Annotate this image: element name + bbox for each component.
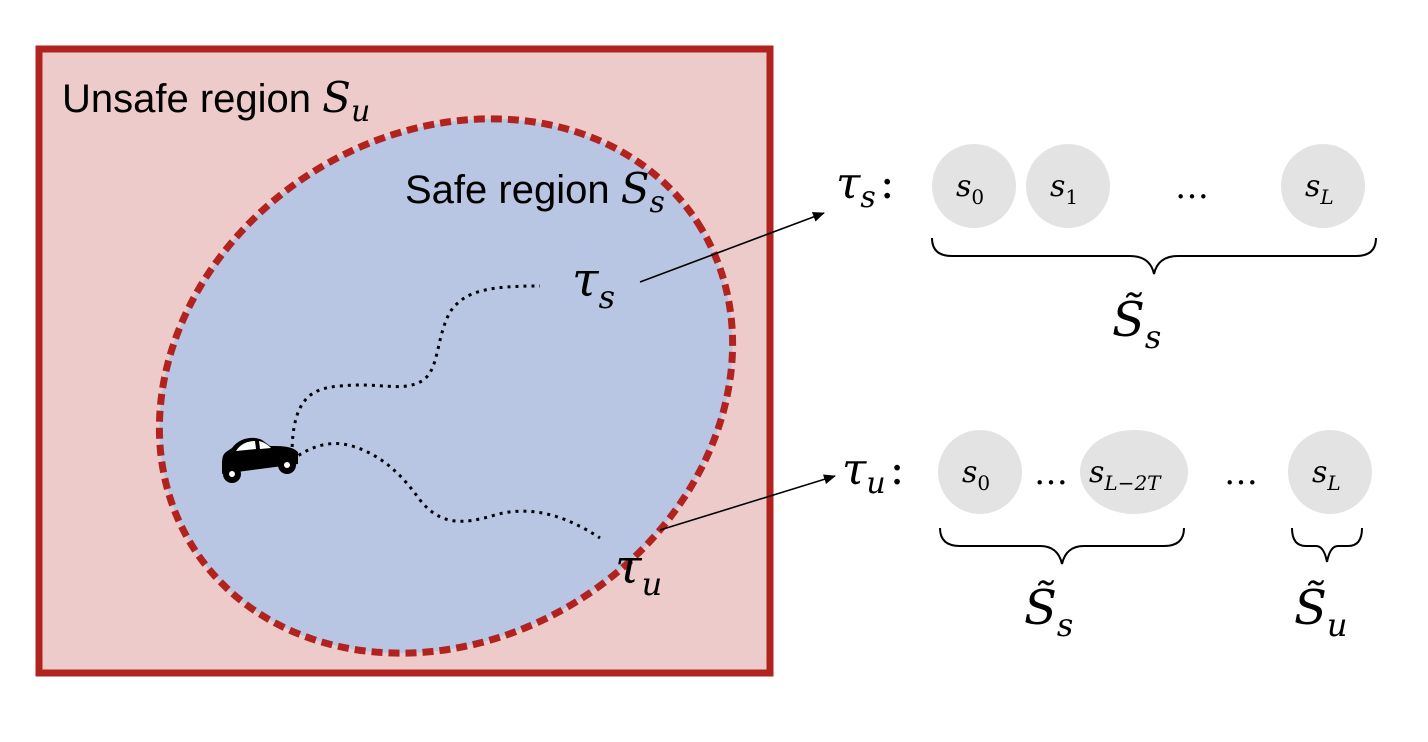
unsafe-sequence-head: τu: — [842, 444, 905, 501]
safe-sequence-brace-label: S̃s — [1112, 290, 1161, 356]
safe-node-sL: sL — [1281, 144, 1365, 228]
unsafe-node-sL-2T: sL−2T — [1080, 430, 1188, 514]
safe-trajectory — [290, 284, 541, 456]
unsafe-arrow — [659, 474, 836, 531]
safe-sequence-head: τs: — [836, 158, 895, 215]
unsafe-ellipsis-1: … — [1034, 453, 1068, 493]
safe-node-s1: s1 — [1026, 144, 1110, 228]
unsafe-sequence-safe-brace-label: S̃s — [1024, 578, 1073, 644]
svg-text:sL: sL — [1312, 455, 1341, 495]
car-icon — [222, 437, 298, 483]
unsafe-ellipsis-2: … — [1224, 453, 1258, 493]
unsafe-node-sL: sL — [1288, 430, 1372, 514]
unsafe-region-label: Unsafe region Su — [62, 73, 370, 129]
unsafe-sequence-unsafe-brace-label: S̃u — [1294, 578, 1348, 644]
svg-text:s0: s0 — [962, 455, 990, 495]
unsafe-trajectory-label: τu — [615, 539, 662, 603]
safe-region — [155, 115, 737, 657]
unsafe-node-s0: s0 — [938, 430, 1022, 514]
safe-trajectory-label: τs — [572, 252, 615, 316]
safe-region-label: Safe region Ss — [405, 164, 665, 220]
unsafe-sequence-unsafe-brace — [1291, 527, 1363, 563]
unsafe-sequence-safe-brace — [939, 527, 1185, 565]
unsafe-trajectory — [291, 442, 601, 540]
svg-text:sL−2T: sL−2T — [1089, 455, 1162, 495]
safe-arrow — [639, 212, 825, 283]
safe-sequence-brace — [931, 237, 1377, 275]
safe-node-s0: s0 — [932, 144, 1016, 228]
svg-text:sL: sL — [1305, 169, 1334, 209]
svg-text:s1: s1 — [1050, 169, 1078, 209]
safe-ellipsis: … — [1175, 167, 1209, 207]
svg-text:s0: s0 — [956, 169, 984, 209]
